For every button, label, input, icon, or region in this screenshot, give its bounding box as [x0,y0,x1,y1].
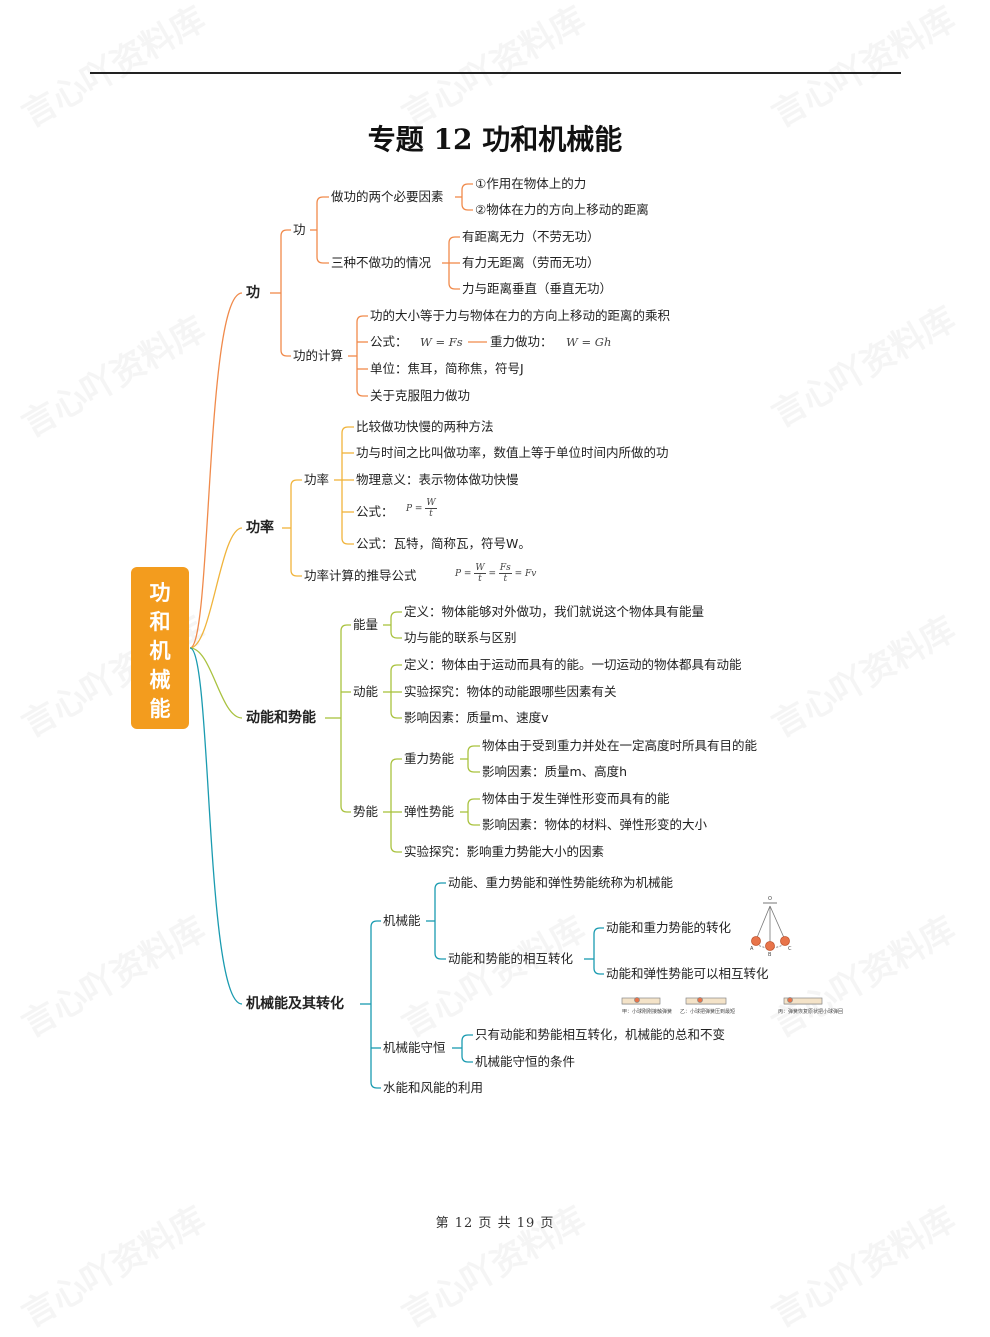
formula-gravity-work: W = Gh [566,335,612,349]
spring-illustration [621,997,823,1005]
node-factor-2: ②物体在力的方向上移动的距离 [475,202,649,217]
section-power: 功率 [246,520,274,536]
node-grav-factors: 影响因素：质量m、高度h [482,764,628,779]
spring-caption-2: 乙：小球把弹簧压到最短 [680,1009,736,1015]
node-grav-definition: 物体由于受到重力并处在一定高度时所具有目的能 [482,738,758,753]
pendulum-label-a: A [750,946,754,952]
node-factor-1: ①作用在物体上的力 [475,176,587,191]
node-power: 功率 [304,472,330,487]
node-power-3: 物理意义：表示物体做功快慢 [356,472,519,487]
node-power-derived: 功率计算的推导公式 [304,568,417,583]
node-work-calc: 功的计算 [293,348,344,363]
node-mechanical: 机械能 [383,913,421,928]
header-rule [90,72,901,74]
node-conservation-1: 只有动能和势能相互转化，机械能的总和不变 [475,1027,726,1042]
node-two-factors: 做功的两个必要因素 [331,189,444,204]
node-mutual-conversion: 动能和势能的相互转化 [448,951,574,966]
node-power-2: 功与时间之比叫做功率，数值上等于单位时间内所做的功 [356,445,669,460]
node-kinetic: 动能 [353,684,379,699]
node-kinetic-elastic-conversion: 动能和弹性势能可以相互转化 [606,966,769,981]
pendulum-label-b: B [768,952,772,958]
node-gravitational-potential: 重力势能 [404,751,455,766]
spring-caption-3: 丙：弹簧恢复原状把小球弹回 [778,1009,844,1015]
node-kinetic-factors: 影响因素：质量m、速度v [404,710,549,725]
node-unit: 单位：焦耳，简称焦，符号J [370,361,524,376]
node-mechanical-definition: 动能、重力势能和弹性势能统称为机械能 [448,875,674,890]
node-elastic-definition: 物体由于发生弹性形变而具有的能 [482,791,670,806]
section-mechanical-energy: 机械能及其转化 [246,996,344,1012]
node-resistance-work: 关于克服阻力做功 [370,388,471,403]
node-case-1: 有距离无力（不劳无功） [462,229,600,244]
node-formula-label: 公式： [370,334,408,349]
node-three-cases: 三种不做功的情况 [331,255,432,270]
node-potential-experiment: 实验探究：影响重力势能大小的因素 [404,844,605,859]
node-elastic-factors: 影响因素：物体的材料、弹性形变的大小 [482,817,708,832]
node-work-energy-relation: 功与能的联系与区别 [404,630,517,645]
spring-caption-1: 甲：小球刚刚接触弹簧 [622,1009,673,1015]
page-title: 专题 12 功和机械能 [367,123,623,156]
node-kinetic-experiment: 实验探究：物体的动能跟哪些因素有关 [404,684,617,699]
section-kinetic-potential: 动能和势能 [246,710,316,726]
node-work: 功 [293,222,306,237]
node-case-3: 力与距离垂直（垂直无功） [462,281,613,296]
node-potential: 势能 [353,804,379,819]
node-elastic-potential: 弹性势能 [404,804,455,819]
node-gravity-work-label: 重力做功： [490,334,553,349]
pendulum-illustration [751,902,790,951]
node-conservation-2: 机械能守恒的条件 [475,1054,576,1069]
node-kinetic-definition: 定义：物体由于运动而具有的能。一切运动的物体都具有动能 [404,657,742,672]
node-power-1: 比较做功快慢的两种方法 [356,419,494,434]
formula-work: W = Fs [420,335,463,349]
pendulum-label-c: C [788,946,792,952]
node-water-wind: 水能和风能的利用 [383,1080,484,1095]
node-calc-definition: 功的大小等于力与物体在力的方向上移动的距离的乘积 [370,308,671,323]
page-number: 第 12 页 共 19 页 [435,1216,555,1231]
pendulum-label-o: O [768,896,772,902]
node-energy: 能量 [353,617,379,632]
node-energy-definition: 定义：物体能够对外做功，我们就说这个物体具有能量 [404,604,705,619]
node-power-unit: 公式：瓦特，简称瓦，符号W。 [356,536,531,551]
node-case-2: 有力无距离（劳而无功） [462,255,600,270]
node-kinetic-gravity-conversion: 动能和重力势能的转化 [606,920,732,935]
section-work: 功 [246,285,260,301]
node-power-formula-label: 公式： [356,504,394,519]
node-conservation: 机械能守恒 [383,1040,446,1055]
root-topic: 功 和 机 械 能 [131,567,189,729]
